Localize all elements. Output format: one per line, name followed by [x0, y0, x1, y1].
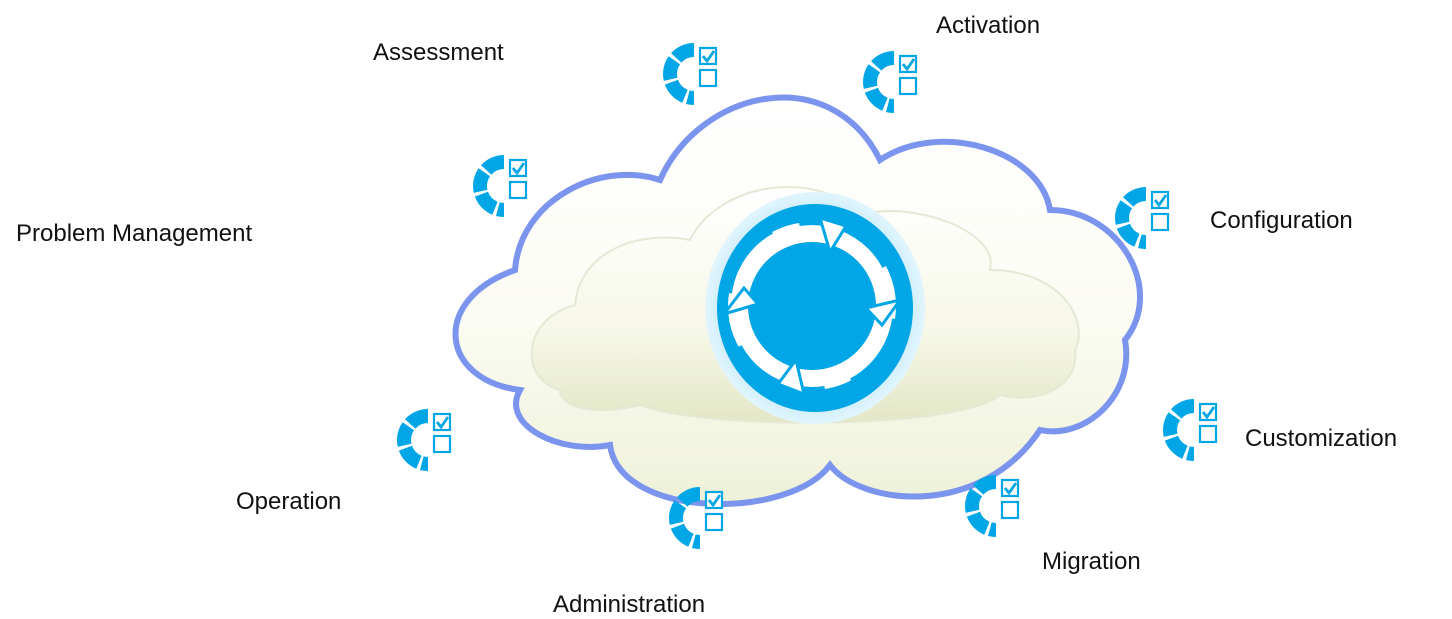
checklist-icon-customization: [1170, 404, 1216, 454]
label-administration: Administration: [553, 591, 706, 618]
label-problem-management: Problem Management: [16, 220, 253, 247]
checklist-icon-administration: [676, 492, 722, 542]
label-customization: Customization: [1245, 425, 1398, 452]
label-assessment: Assessment: [373, 39, 504, 66]
checklist-icon-operation: [404, 414, 450, 464]
label-migration: Migration: [1042, 548, 1141, 575]
checklist-icon-assessment: [670, 48, 716, 98]
checklist-icon-migration: [972, 480, 1018, 530]
checklist-icon-problem-management: [480, 160, 526, 210]
label-operation: Operation: [236, 488, 342, 515]
cycle-arrows-icon: [705, 192, 925, 424]
label-configuration: Configuration: [1210, 207, 1353, 234]
checklist-icon-activation: [870, 56, 916, 106]
checklist-icon-configuration: [1122, 192, 1168, 242]
label-activation: Activation: [936, 12, 1041, 39]
